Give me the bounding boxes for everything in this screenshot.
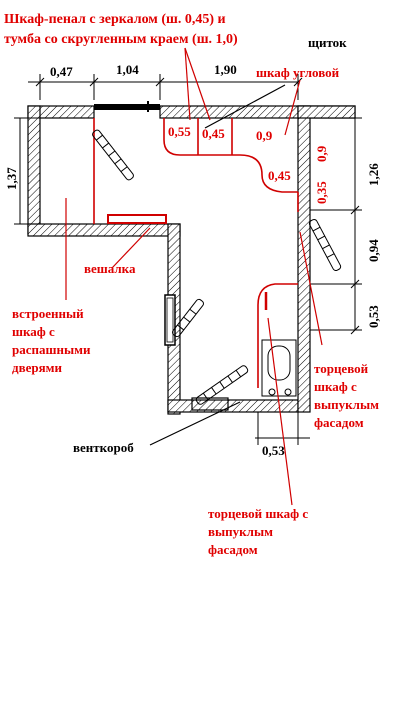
- dim-055: 0,55: [168, 124, 191, 139]
- wall-left: [27, 105, 41, 235]
- dim-09: 0,9: [256, 128, 273, 143]
- dimension-lines: [14, 74, 362, 445]
- label-vent-duct: венткороб: [73, 440, 134, 455]
- wall-right: [297, 105, 311, 413]
- label-panel: щиток: [308, 35, 347, 50]
- entrance-door: [94, 101, 160, 112]
- label-built-in-wardrobe: встроенный шкаф с распашными дверями: [12, 306, 91, 375]
- furniture: [93, 118, 299, 388]
- dim-045b: 0,45: [268, 168, 291, 183]
- dim-top-left: 0,47: [50, 64, 73, 79]
- label-end-cabinet-bottom: торцевой шкаф с выпуклым фасадом: [208, 506, 309, 557]
- wall-right-ledge: [297, 105, 356, 119]
- label-end-cabinet-right: торцевой шкаф с выпуклым фасадом: [314, 361, 379, 430]
- mirror-cabinet-tumba: [163, 118, 298, 193]
- dim-035: 0,35: [314, 181, 329, 204]
- dim-left-wall: 1,37: [4, 167, 19, 190]
- dim-right-top: 1,26: [366, 163, 381, 186]
- leader-lines: [65, 47, 323, 506]
- label-corner-cabinet: шкаф угловой: [256, 65, 340, 80]
- end-cabinet-right: [257, 283, 298, 388]
- dim-top-right: 1,90: [214, 62, 237, 77]
- title-mirror-cabinet: Шкаф-пенал с зеркалом (ш. 0,45) и тумба …: [4, 12, 238, 47]
- vent-box: [191, 397, 229, 411]
- bathroom-fixture: [261, 339, 297, 397]
- dim-right-bottom: 0,53: [366, 305, 381, 328]
- dim-bottom-right: 0,53: [262, 443, 285, 458]
- label-hanger: вешалка: [84, 261, 136, 276]
- wall-middle: [27, 223, 181, 237]
- dim-right-mid: 0,94: [366, 239, 381, 262]
- dim-09v: 0,9: [314, 145, 329, 162]
- hanger-shape: [107, 214, 167, 224]
- window: [164, 294, 176, 346]
- radiators: [92, 129, 342, 405]
- dim-045a: 0,45: [202, 126, 225, 141]
- dim-top-door: 1,04: [116, 62, 139, 77]
